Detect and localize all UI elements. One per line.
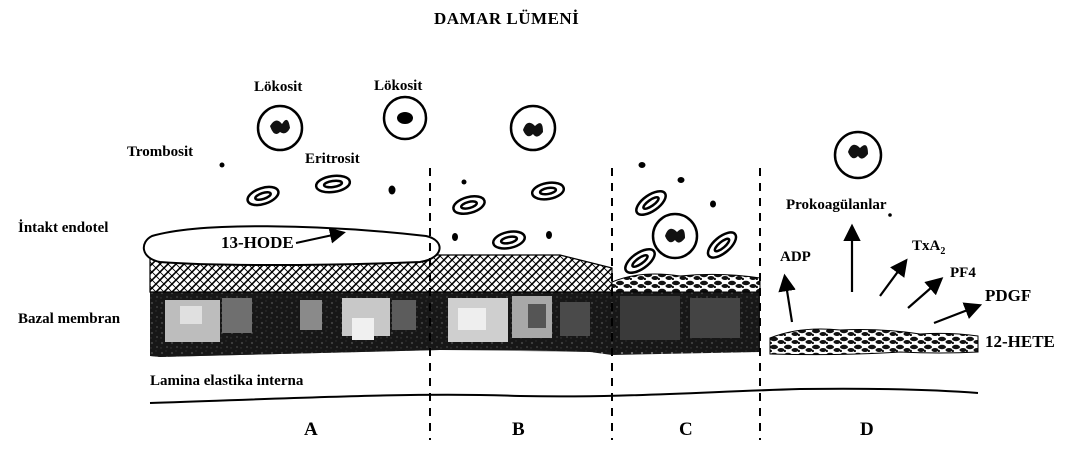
pf4-label: PF4 (950, 266, 976, 281)
erythrocyte-label: Eritrosit (305, 152, 360, 167)
section-label-c: C (679, 420, 693, 439)
thrombus-layer-d (770, 329, 978, 355)
section-label-a: A (304, 420, 318, 439)
intact-endothelium-label: İntakt endotel (18, 221, 108, 236)
procoagulants-label: Prokoagülanlar (786, 198, 887, 213)
txa2-label: TxA2 (912, 239, 945, 257)
pdgf-label: PDGF (985, 287, 1031, 304)
hete-label: 12-HETE (985, 333, 1055, 350)
lamina-label: Lamina elastika interna (150, 374, 303, 389)
basal-membrane-layer (150, 283, 760, 357)
adp-label: ADP (780, 250, 811, 265)
section-label-b: B (512, 420, 525, 439)
section-label-d: D (860, 420, 874, 439)
leukocyte-icon (258, 106, 302, 150)
leukocyte-icon (835, 132, 881, 178)
leukocyte-label: Lökosit (254, 80, 302, 95)
hode-label: 13-HODE (221, 234, 294, 251)
diagram-title: DAMAR LÜMENİ (434, 10, 579, 27)
leukocyte-icon (653, 214, 697, 258)
thrombocyte-label: Trombosit (127, 145, 193, 160)
thrombus-layer-c (612, 274, 760, 292)
basal-membrane-label: Bazal membran (18, 312, 120, 327)
leukocyte-icon (511, 106, 555, 150)
lamina-elastika-line (150, 389, 978, 403)
leukocyte-label: Lökosit (374, 79, 422, 94)
leukocyte-icon (384, 97, 426, 139)
